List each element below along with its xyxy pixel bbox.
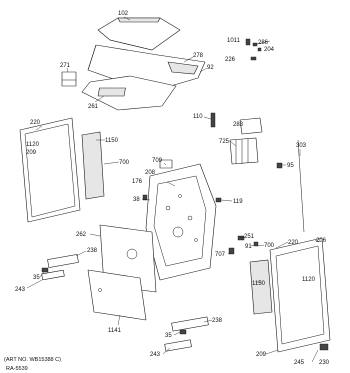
- callout-707: 707: [215, 252, 226, 258]
- top-cover-panel[interactable]: [97, 17, 181, 51]
- callout-1120-left: 1120: [26, 142, 40, 148]
- shield-725[interactable]: [229, 137, 259, 165]
- callout-204: 204: [264, 47, 275, 53]
- callout-261: 261: [88, 104, 99, 110]
- screw-1011[interactable]: [245, 38, 251, 46]
- hinge-245[interactable]: [319, 343, 329, 351]
- cooktop-support-panel[interactable]: [81, 75, 177, 111]
- callout-278: 278: [193, 53, 204, 59]
- hinge-243-bottom[interactable]: [164, 339, 192, 352]
- callout-283: 283: [233, 122, 244, 128]
- callout-709: 709: [152, 158, 163, 164]
- callout-92: 92: [207, 65, 214, 71]
- clip-226[interactable]: [250, 56, 257, 61]
- callout-91: 91: [245, 244, 252, 250]
- right-door-frame[interactable]: [269, 237, 331, 353]
- part-251[interactable]: [237, 235, 245, 241]
- hinge-238-bottom[interactable]: [171, 316, 209, 332]
- screw-119[interactable]: [215, 197, 222, 203]
- callout-286: 286: [258, 40, 269, 46]
- clip-286[interactable]: [252, 42, 258, 47]
- part-707[interactable]: [228, 247, 235, 255]
- hinge-35-left[interactable]: [41, 267, 49, 273]
- callout-35-left: 35: [33, 275, 40, 281]
- clip-204[interactable]: [257, 47, 262, 52]
- leader-lines: [26, 16, 321, 363]
- callout-labels: 102 278 92 271 261 1011 286 204 226 220 …: [4, 11, 330, 372]
- lower-panel-1141[interactable]: [87, 269, 147, 321]
- callout-1011: 1011: [227, 38, 241, 44]
- callout-119: 119: [233, 199, 243, 205]
- callout-38: 38: [133, 197, 140, 203]
- callout-1120-right: 1120: [302, 277, 316, 283]
- left-door-glass[interactable]: [81, 131, 105, 200]
- callout-243-left: 243: [15, 287, 26, 293]
- callout-725: 725: [219, 139, 230, 145]
- hinge-238-left[interactable]: [47, 254, 79, 268]
- art-number: (ART NO. WB15388 C): [4, 357, 61, 363]
- callout-95: 95: [287, 163, 294, 169]
- callout-238-left: 238: [87, 248, 98, 254]
- callout-271: 271: [60, 63, 71, 69]
- part-91[interactable]: [253, 241, 259, 247]
- callout-110: 110: [193, 114, 203, 120]
- callout-208: 208: [145, 170, 156, 176]
- callout-35-bottom: 35: [165, 333, 172, 339]
- callout-238-bottom: 238: [212, 318, 223, 324]
- callout-700-left: 700: [119, 160, 130, 166]
- callout-226: 226: [225, 57, 236, 63]
- callout-262: 262: [76, 232, 87, 238]
- callout-102: 102: [118, 11, 129, 17]
- callout-176: 176: [132, 179, 143, 185]
- callout-230: 230: [319, 360, 330, 366]
- callout-220-left: 220: [30, 120, 41, 126]
- hinge-bracket-271[interactable]: [61, 71, 77, 87]
- center-side-panel[interactable]: [145, 163, 217, 281]
- wire-harness-303[interactable]: [297, 139, 305, 233]
- callout-206: 206: [316, 238, 327, 244]
- callout-245: 245: [294, 360, 305, 366]
- reference-number: RA-5539: [6, 366, 28, 372]
- callout-1150-left: 1150: [105, 138, 119, 144]
- bracket-709[interactable]: [159, 159, 173, 169]
- right-door-glass[interactable]: [249, 259, 273, 315]
- callout-220-right: 220: [288, 240, 299, 246]
- screw-38[interactable]: [142, 194, 148, 201]
- shield-283[interactable]: [239, 117, 263, 135]
- callout-251: 251: [244, 234, 255, 240]
- callout-209-right: 209: [256, 352, 267, 358]
- hinge-35-bottom[interactable]: [179, 329, 187, 335]
- callout-1141: 1141: [108, 328, 122, 334]
- bracket-110[interactable]: [210, 112, 216, 128]
- callout-303: 303: [296, 143, 307, 149]
- hinge-243-left[interactable]: [41, 269, 65, 281]
- callout-209-left: 209: [26, 150, 37, 156]
- callout-1150-right: 1150: [252, 281, 266, 287]
- left-door-frame[interactable]: [19, 117, 81, 223]
- callout-700-right: 700: [264, 243, 275, 249]
- callout-243-bottom: 243: [150, 352, 161, 358]
- switch-95[interactable]: [276, 162, 283, 169]
